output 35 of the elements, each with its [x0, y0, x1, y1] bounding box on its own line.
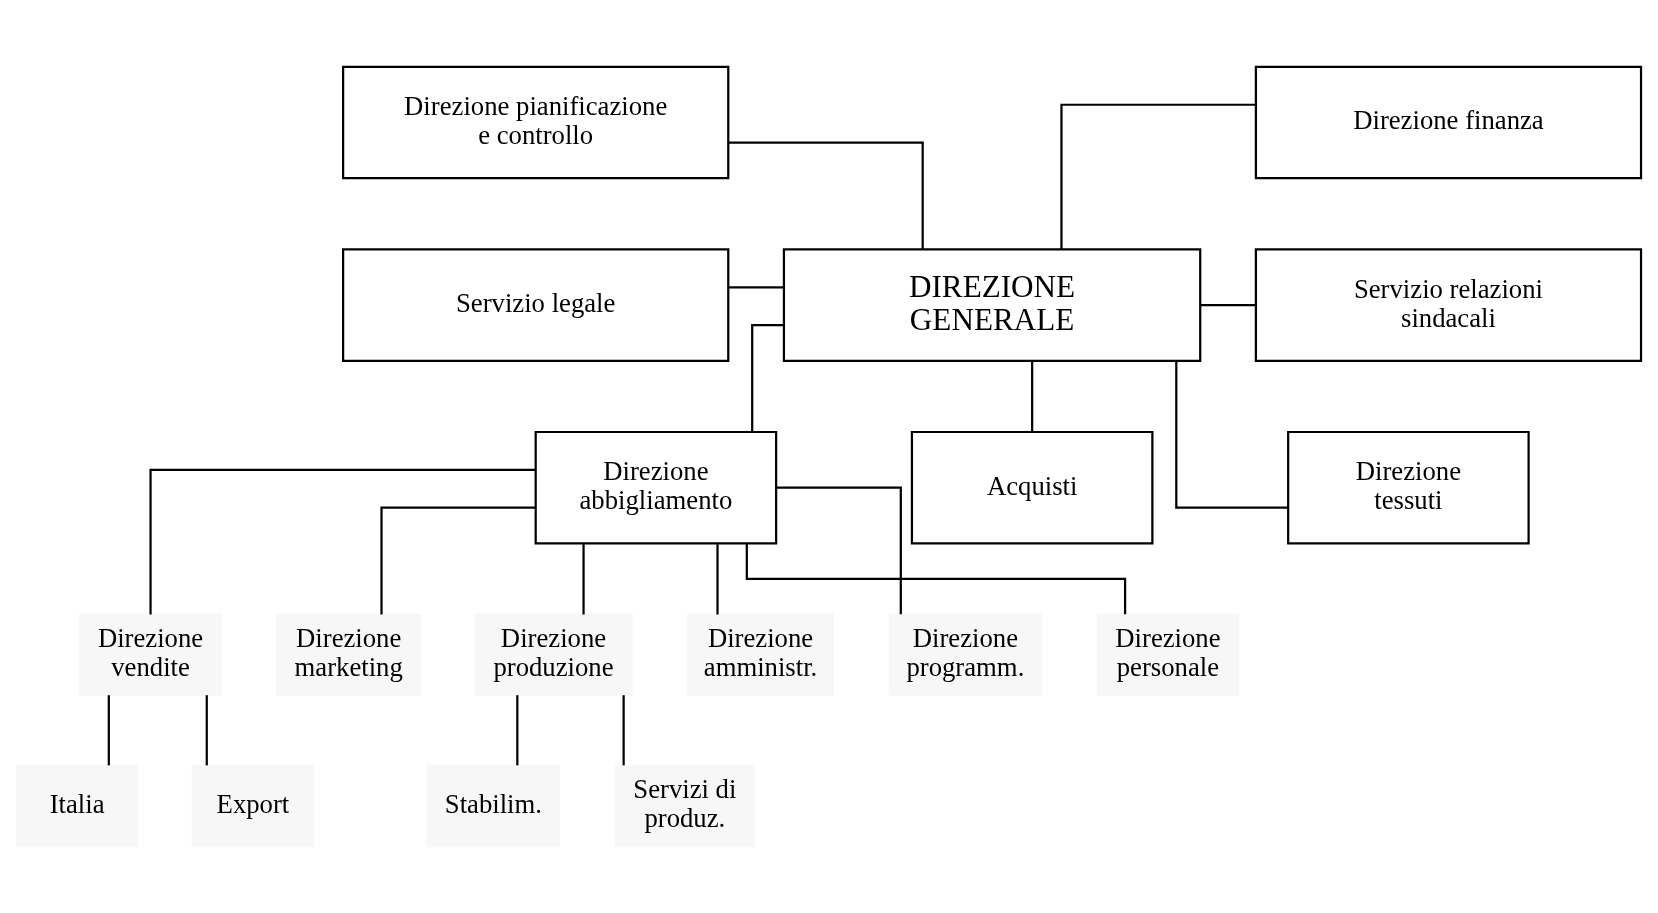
node-box: Servizio legale	[342, 248, 730, 362]
connector	[751, 324, 784, 432]
connector	[149, 468, 536, 615]
connector	[107, 695, 110, 766]
node-box: Direzione amministr.	[687, 613, 834, 696]
node-box: Direzione abbigliamento	[534, 430, 778, 545]
connector	[516, 695, 519, 766]
node-box: Direzione pianificazione e controllo	[342, 65, 730, 180]
connector	[745, 543, 1127, 615]
node-box: Export	[191, 764, 315, 848]
node-box: DIREZIONE GENERALE	[782, 248, 1202, 362]
node-box: Direzione produzione	[474, 613, 633, 696]
connector	[716, 544, 719, 615]
node-box: Direzione finanza	[1254, 65, 1643, 180]
connector	[380, 506, 536, 615]
connector	[728, 286, 784, 289]
connector	[622, 695, 625, 766]
node-box: Direzione programm.	[888, 613, 1043, 696]
connector	[776, 486, 902, 615]
node-box: Direzione tessuti	[1287, 430, 1530, 545]
node-box: Acquisti	[910, 430, 1154, 545]
node-box: Servizio relazioni sindacali	[1254, 248, 1643, 362]
connector	[1175, 361, 1288, 509]
connector	[205, 695, 208, 766]
connector	[1200, 304, 1256, 307]
node-box: Direzione personale	[1096, 613, 1240, 696]
node-box: Stabilim.	[426, 764, 561, 848]
node-box: Direzione marketing	[276, 613, 422, 696]
connector	[582, 544, 585, 615]
node-box: Italia	[15, 764, 139, 848]
connector	[1060, 103, 1256, 250]
connector	[1031, 360, 1034, 432]
node-box: Direzione vendite	[79, 613, 222, 696]
node-box: Servizi di produz.	[614, 764, 755, 848]
connector	[728, 141, 924, 250]
